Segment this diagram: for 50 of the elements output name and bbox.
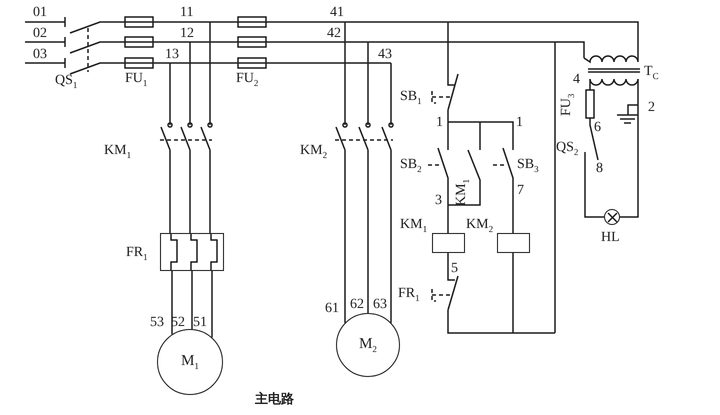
motor-circle	[157, 329, 223, 395]
component-label: SB$_{3}$	[517, 158, 539, 174]
caption: 主电路	[255, 393, 294, 406]
wire	[211, 271, 213, 338]
component-label: KM$_{2}$	[300, 144, 328, 160]
terminal-number: 8	[596, 162, 603, 176]
component-label: SB$_{2}$	[400, 158, 422, 174]
motor-label: M$_{1}$	[181, 353, 199, 371]
component-label: QS$_{1}$	[55, 74, 78, 90]
component-label: HL	[601, 231, 620, 245]
terminal-number: 63	[373, 298, 387, 312]
component-label: QS$_{2}$	[556, 141, 578, 157]
terminal-number: 51	[193, 316, 207, 330]
terminal-number: 01	[33, 6, 47, 20]
motor-circle	[336, 313, 400, 377]
component-label: FU$_{1}$	[125, 72, 148, 88]
component-label: KM$_{1}$	[400, 218, 428, 234]
lamp-symbol	[604, 209, 620, 225]
motor-label: M$_{2}$	[359, 336, 377, 354]
wire	[191, 271, 193, 330]
thermal-relay-box	[160, 233, 224, 271]
component-label: FR$_{1}$	[398, 287, 420, 303]
component-label: FU$_{2}$	[236, 72, 258, 88]
terminal-number: 11	[180, 6, 194, 20]
terminal-number: 42	[327, 27, 341, 41]
component-label: KM$_{1}$	[104, 144, 132, 160]
terminal-number: 13	[165, 48, 179, 62]
terminal-number: 41	[330, 6, 344, 20]
terminal-number: 4	[573, 73, 580, 87]
terminal-number: 02	[33, 27, 47, 41]
component-label: KM$_{2}$	[466, 218, 494, 234]
terminal-number: 03	[33, 48, 47, 62]
terminal-number: 43	[378, 48, 392, 62]
wire	[171, 271, 173, 334]
terminal-number: 1	[436, 116, 443, 130]
component-label: T$_{C}$	[644, 65, 659, 81]
terminal-number: 7	[517, 184, 524, 198]
terminal-number: 1	[516, 116, 523, 130]
coil-box	[432, 233, 465, 253]
terminal-number: 3	[435, 194, 442, 208]
terminal-number: 61	[325, 302, 339, 316]
coil-box	[497, 233, 530, 253]
terminal-number: 62	[350, 298, 364, 312]
terminal-number: 53	[150, 316, 164, 330]
component-label: FR$_{1}$	[126, 246, 148, 262]
terminal-number: 2	[648, 101, 655, 115]
terminal-number: 6	[594, 121, 601, 135]
component-label: SB$_{1}$	[400, 90, 422, 106]
terminal-number: 12	[180, 27, 194, 41]
terminal-number: 5	[451, 262, 458, 276]
